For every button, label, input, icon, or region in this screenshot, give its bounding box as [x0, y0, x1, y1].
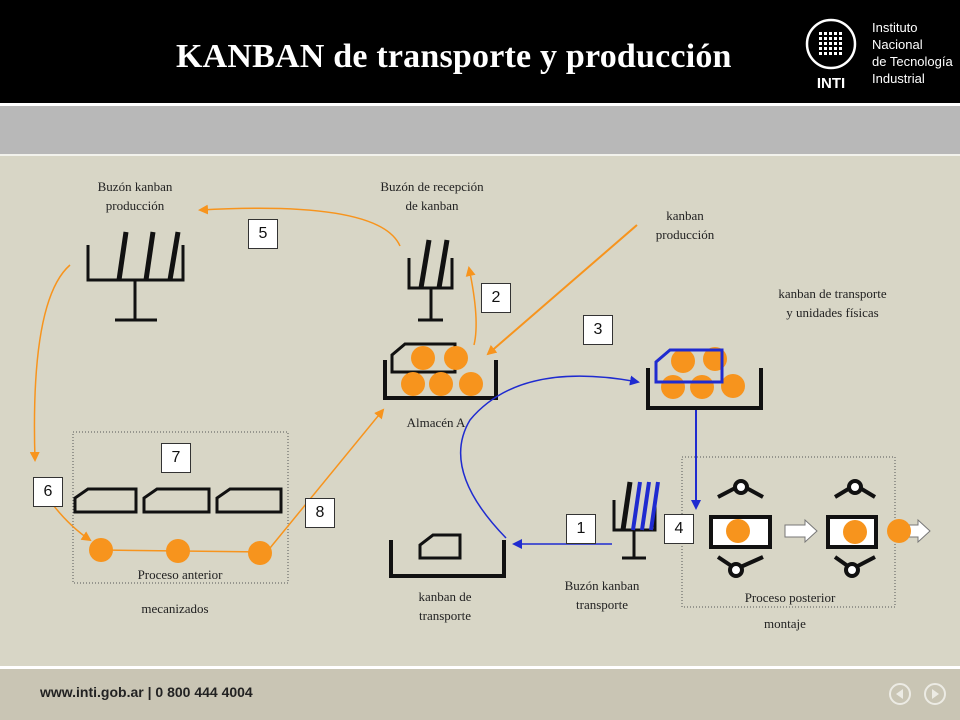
label-buzon-recepcion: Buzón de recepción de kanban [380, 179, 484, 213]
label-buzon-produccion: Buzón kanban producción [97, 179, 173, 213]
buzon-transporte-mailbox [612, 481, 660, 560]
header-band [0, 106, 960, 154]
step-3-badge: 3 [583, 315, 613, 345]
footer-contact: www.inti.gob.ar | 0 800 444 4004 [40, 684, 253, 700]
unit-ball [166, 539, 190, 563]
label-proceso-posterior: Proceso posterior [744, 590, 836, 605]
unit-ball [401, 372, 425, 396]
unit-ball [671, 349, 695, 373]
unit-ball [843, 520, 867, 544]
unit-ball [444, 346, 468, 370]
almacen-a-bin [383, 342, 498, 400]
label-buzon-transporte: Buzón kanban transporte [564, 578, 640, 612]
step-1-badge: 1 [566, 514, 596, 544]
label-kanban-produccion: kanban producción [655, 208, 715, 242]
step-8-badge: 8 [305, 498, 335, 528]
unit-ball [661, 375, 685, 399]
step-5-badge: 5 [248, 219, 278, 249]
label-mecanizados: mecanizados [141, 601, 209, 616]
header-bar [0, 0, 960, 103]
logo-circle [805, 18, 857, 70]
proceso-anterior-kanbans [73, 487, 283, 514]
unit-ball [89, 538, 113, 562]
unit-ball [411, 346, 435, 370]
unit-ball [429, 372, 453, 396]
step-6-badge: 6 [33, 477, 63, 507]
arrow-8-to-almacen [269, 408, 385, 549]
unit-ball [459, 372, 483, 396]
blue-kanban-card [654, 348, 724, 384]
buzon-recepcion-mailbox [407, 239, 454, 322]
step-2-badge: 2 [481, 283, 511, 313]
band-divider [0, 154, 960, 156]
label-montaje: montaje [764, 616, 806, 631]
logo-mark: INTI [817, 75, 845, 92]
label-almacen: Almacén A [406, 415, 466, 430]
arrow-3-to-transport-bin [459, 375, 640, 539]
step-7-badge: 7 [161, 443, 191, 473]
flow-arrow-right [784, 518, 818, 544]
step-4-badge: 4 [664, 514, 694, 544]
label-kanban-transporte: kanban de transporte [418, 589, 472, 623]
inti-logo: INTI [805, 18, 857, 92]
buzon-produccion-mailbox [86, 231, 185, 322]
unit-ball [690, 375, 714, 399]
unit-ball [887, 519, 911, 543]
logo-line: Instituto [872, 20, 918, 35]
header-divider [0, 103, 960, 106]
logo-line: Nacional [872, 37, 923, 52]
transport-kanban-bin [646, 347, 763, 410]
arrow-5-to-buzon-produccion [198, 204, 401, 247]
label-kanban-transporte-unidades: kanban de transporte y unidades físicas [778, 286, 887, 320]
unit-ball [248, 541, 272, 565]
previous-icon[interactable] [889, 683, 911, 705]
label-proceso-anterior: Proceso anterior [137, 567, 223, 582]
kanban-transporte-bin [389, 533, 506, 578]
footer-divider [0, 666, 960, 669]
logo-text: Instituto Nacional de Tecnología Industr… [872, 19, 953, 87]
unit-ball [721, 374, 745, 398]
arrow-6-down [29, 264, 71, 462]
logo-line: de Tecnología [872, 54, 953, 69]
arrow-2-to-buzon-recepcion [465, 266, 477, 346]
logo-grid [819, 32, 842, 55]
next-icon[interactable] [924, 683, 946, 705]
slide-title: KANBAN de transporte y producción [176, 38, 732, 75]
arrow-kanban-produccion [486, 224, 638, 356]
logo-line: Industrial [872, 71, 925, 86]
footer-bar [0, 669, 960, 720]
unit-ball [726, 519, 750, 543]
